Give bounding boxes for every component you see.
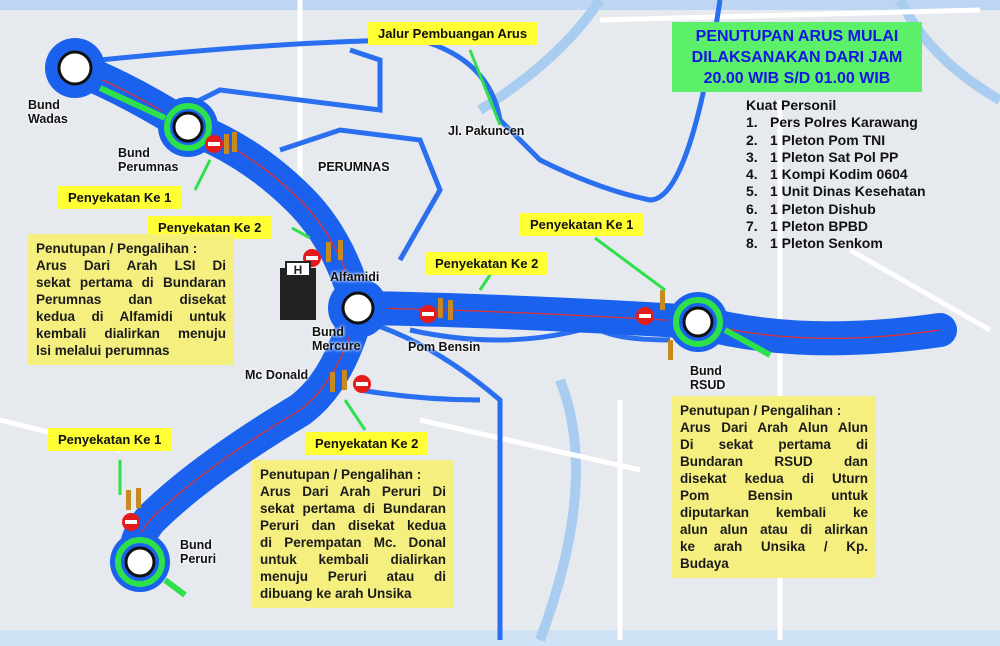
personnel-item: 2.1 Pleton Pom TNI: [746, 131, 886, 148]
personnel-item: 7.1 Pleton BPBD: [746, 218, 869, 235]
personnel-title: Kuat Personil: [746, 97, 837, 113]
closure-time-banner: PENUTUPAN ARUS MULAI DILAKSANAKAN DARI J…: [672, 22, 922, 92]
green-lanes: [98, 85, 772, 598]
place-jl-pakuncen: Jl. Pakuncen: [448, 124, 525, 138]
officer-icons: [126, 132, 673, 510]
label-penyekatan-2-alfamidi: Penyekatan Ke 2: [148, 216, 272, 239]
svg-text:H: H: [294, 263, 303, 277]
personnel-item: 1.Pers Polres Karawang: [746, 114, 918, 131]
banner-line: DILAKSANAKAN DARI JAM: [691, 49, 903, 66]
place-pom-bensin: Pom Bensin: [408, 340, 481, 354]
info-peruri: Penutupan / Pengalihan :Arus Dari Arah P…: [252, 460, 454, 608]
label-penyekatan-1-perumnas: Penyekatan Ke 1: [58, 186, 182, 209]
roundabout-wadas: [45, 38, 105, 98]
place-bund-mercure: Bund Mercure: [312, 325, 361, 353]
banner-line: PENUTUPAN ARUS MULAI: [695, 28, 899, 45]
roundabouts: [45, 38, 728, 592]
label-penyekatan-1-rsud: Penyekatan Ke 1: [520, 213, 644, 236]
roundabout-peruri: [110, 532, 170, 592]
place-bund-rsud: Bund RSUD: [690, 364, 726, 392]
place-alfamidi: Alfamidi: [330, 270, 380, 284]
personnel-item: 3.1 Pleton Sat Pol PP: [746, 148, 899, 165]
personnel-item: 8.1 Pleton Senkom: [746, 235, 883, 252]
label-penyekatan-2-pom: Penyekatan Ke 2: [425, 252, 549, 275]
personnel-list: Kuat Personil 1.Pers Polres Karawang 2.1…: [746, 97, 926, 253]
info-perumnas: Penutupan / Pengalihan :Arus Dari Arah L…: [28, 234, 234, 365]
roundabout-rsud: [668, 292, 728, 352]
personnel-item: 4.1 Kompi Kodim 0604: [746, 166, 908, 183]
label-penyekatan-2-mcd: Penyekatan Ke 2: [305, 432, 429, 455]
green-arrows: [118, 49, 666, 495]
place-mc-donald: Mc Donald: [245, 368, 309, 382]
personnel-item: 5.1 Unit Dinas Kesehatan: [746, 183, 926, 200]
label-jalur-pembuangan: Jalur Pembuangan Arus: [368, 22, 538, 45]
banner-line: 20.00 WIB S/D 01.00 WIB: [703, 70, 891, 87]
roundabout-perumnas: [158, 97, 218, 157]
label-penyekatan-1-peruri: Penyekatan Ke 1: [48, 428, 172, 451]
personnel-item: 6.1 Pleton Dishub: [746, 200, 876, 217]
roundabout-mercure: [328, 278, 388, 338]
place-bund-wadas: Bund Wadas: [28, 98, 68, 126]
hospital-icon: H: [280, 261, 316, 320]
place-bund-perumnas: Bund Perumnas: [118, 146, 179, 174]
info-rsud: Penutupan / Pengalihan :Arus Dari Arah A…: [672, 396, 876, 578]
place-bund-peruri: Bund Peruri: [180, 538, 217, 566]
place-perumnas: PERUMNAS: [318, 160, 390, 174]
